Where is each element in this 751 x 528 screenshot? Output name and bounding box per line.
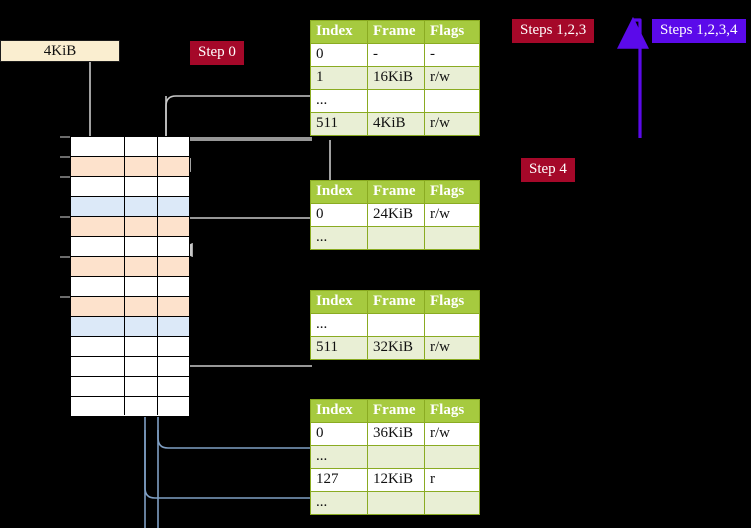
cell-index: 0 [310, 422, 368, 446]
table-row: ... [310, 491, 480, 515]
memory-row [71, 177, 189, 197]
cell-index: ... [310, 313, 368, 337]
badge-step0: Step 0 [190, 41, 244, 65]
cell-index: 127 [310, 468, 368, 492]
memory-grid [70, 136, 190, 417]
column-header-index: Index [310, 290, 368, 314]
badge-step4-label: Step 4 [529, 161, 567, 177]
column-header-flags: Flags [424, 399, 480, 423]
cell-frame [367, 313, 425, 337]
cell-flags: r/w [424, 336, 480, 360]
cell-frame: 36KiB [367, 422, 425, 446]
cell-index: 0 [310, 203, 368, 227]
memory-row [71, 357, 189, 377]
cell-index: ... [310, 89, 368, 113]
column-header-flags: Flags [424, 180, 480, 204]
cell-frame [367, 226, 425, 250]
cell-flags [424, 313, 480, 337]
memory-row [71, 137, 189, 157]
cell-flags [424, 89, 480, 113]
wire-memory-to-pdpt [176, 139, 331, 230]
cell-index: ... [310, 445, 368, 469]
column-header-index: Index [310, 399, 368, 423]
memory-row [71, 237, 189, 257]
cell-flags [424, 226, 480, 250]
memory-row [71, 217, 189, 237]
column-header-flags: Flags [424, 290, 480, 314]
cell-flags: r/w [424, 203, 480, 227]
memory-grid-divider [124, 137, 126, 415]
wire-pdpt-0-to-memory [178, 217, 312, 258]
table-row: ... [310, 313, 480, 337]
cell-frame: 32KiB [367, 336, 425, 360]
wire-pd-511-to-memory [167, 312, 312, 367]
cell-index: ... [310, 226, 368, 250]
column-header-flags: Flags [424, 20, 480, 44]
wire-pt-127-to-memory [144, 430, 312, 499]
cell-flags [424, 491, 480, 515]
table-row: ... [310, 89, 480, 113]
cell-flags [424, 445, 480, 469]
badge-step4: Step 4 [521, 158, 575, 182]
column-header-frame: Frame [367, 20, 425, 44]
cell-flags: r/w [424, 66, 480, 90]
cell-frame: 24KiB [367, 203, 425, 227]
frame-size-box: 4KiB [0, 40, 120, 62]
badge-step0-label: Step 0 [198, 44, 236, 60]
purple-step-arrow [617, 16, 649, 138]
memory-row [71, 297, 189, 317]
table-row: 0-- [310, 43, 480, 67]
memory-row [71, 397, 189, 417]
column-header-frame: Frame [367, 180, 425, 204]
memory-row [71, 157, 189, 177]
cell-index: ... [310, 491, 368, 515]
column-header-frame: Frame [367, 290, 425, 314]
badge-steps1234-label: Steps 1,2,3,4 [660, 22, 738, 38]
badge-steps123: Steps 1,2,3 [512, 19, 595, 43]
memory-row [71, 337, 189, 357]
cell-flags: - [424, 43, 480, 67]
cell-flags: r/w [424, 112, 480, 136]
cell-frame: 16KiB [367, 66, 425, 90]
memory-row [71, 197, 189, 217]
memory-grid-divider [157, 137, 159, 415]
cell-frame [367, 445, 425, 469]
cell-index: 511 [310, 112, 368, 136]
cell-frame [367, 89, 425, 113]
memory-row [71, 277, 189, 297]
cell-index: 511 [310, 336, 368, 360]
table-row: ... [310, 445, 480, 469]
cell-flags: r [424, 468, 480, 492]
column-header-index: Index [310, 20, 368, 44]
memory-row [71, 257, 189, 277]
frame-size-label: 4KiB [43, 42, 77, 59]
table-row: ... [310, 226, 480, 250]
cell-frame [367, 491, 425, 515]
cell-frame: 4KiB [367, 112, 425, 136]
wire-pt-0-to-memory [157, 430, 312, 449]
column-header-frame: Frame [367, 399, 425, 423]
cell-frame: - [367, 43, 425, 67]
memory-row [71, 317, 189, 337]
badge-steps123-label: Steps 1,2,3 [520, 22, 587, 38]
cell-index: 0 [310, 43, 368, 67]
memory-row [71, 377, 189, 397]
cell-frame: 12KiB [367, 468, 425, 492]
column-header-index: Index [310, 180, 368, 204]
badge-steps1234: Steps 1,2,3,4 [652, 19, 746, 43]
cell-index: 1 [310, 66, 368, 90]
cell-flags: r/w [424, 422, 480, 446]
